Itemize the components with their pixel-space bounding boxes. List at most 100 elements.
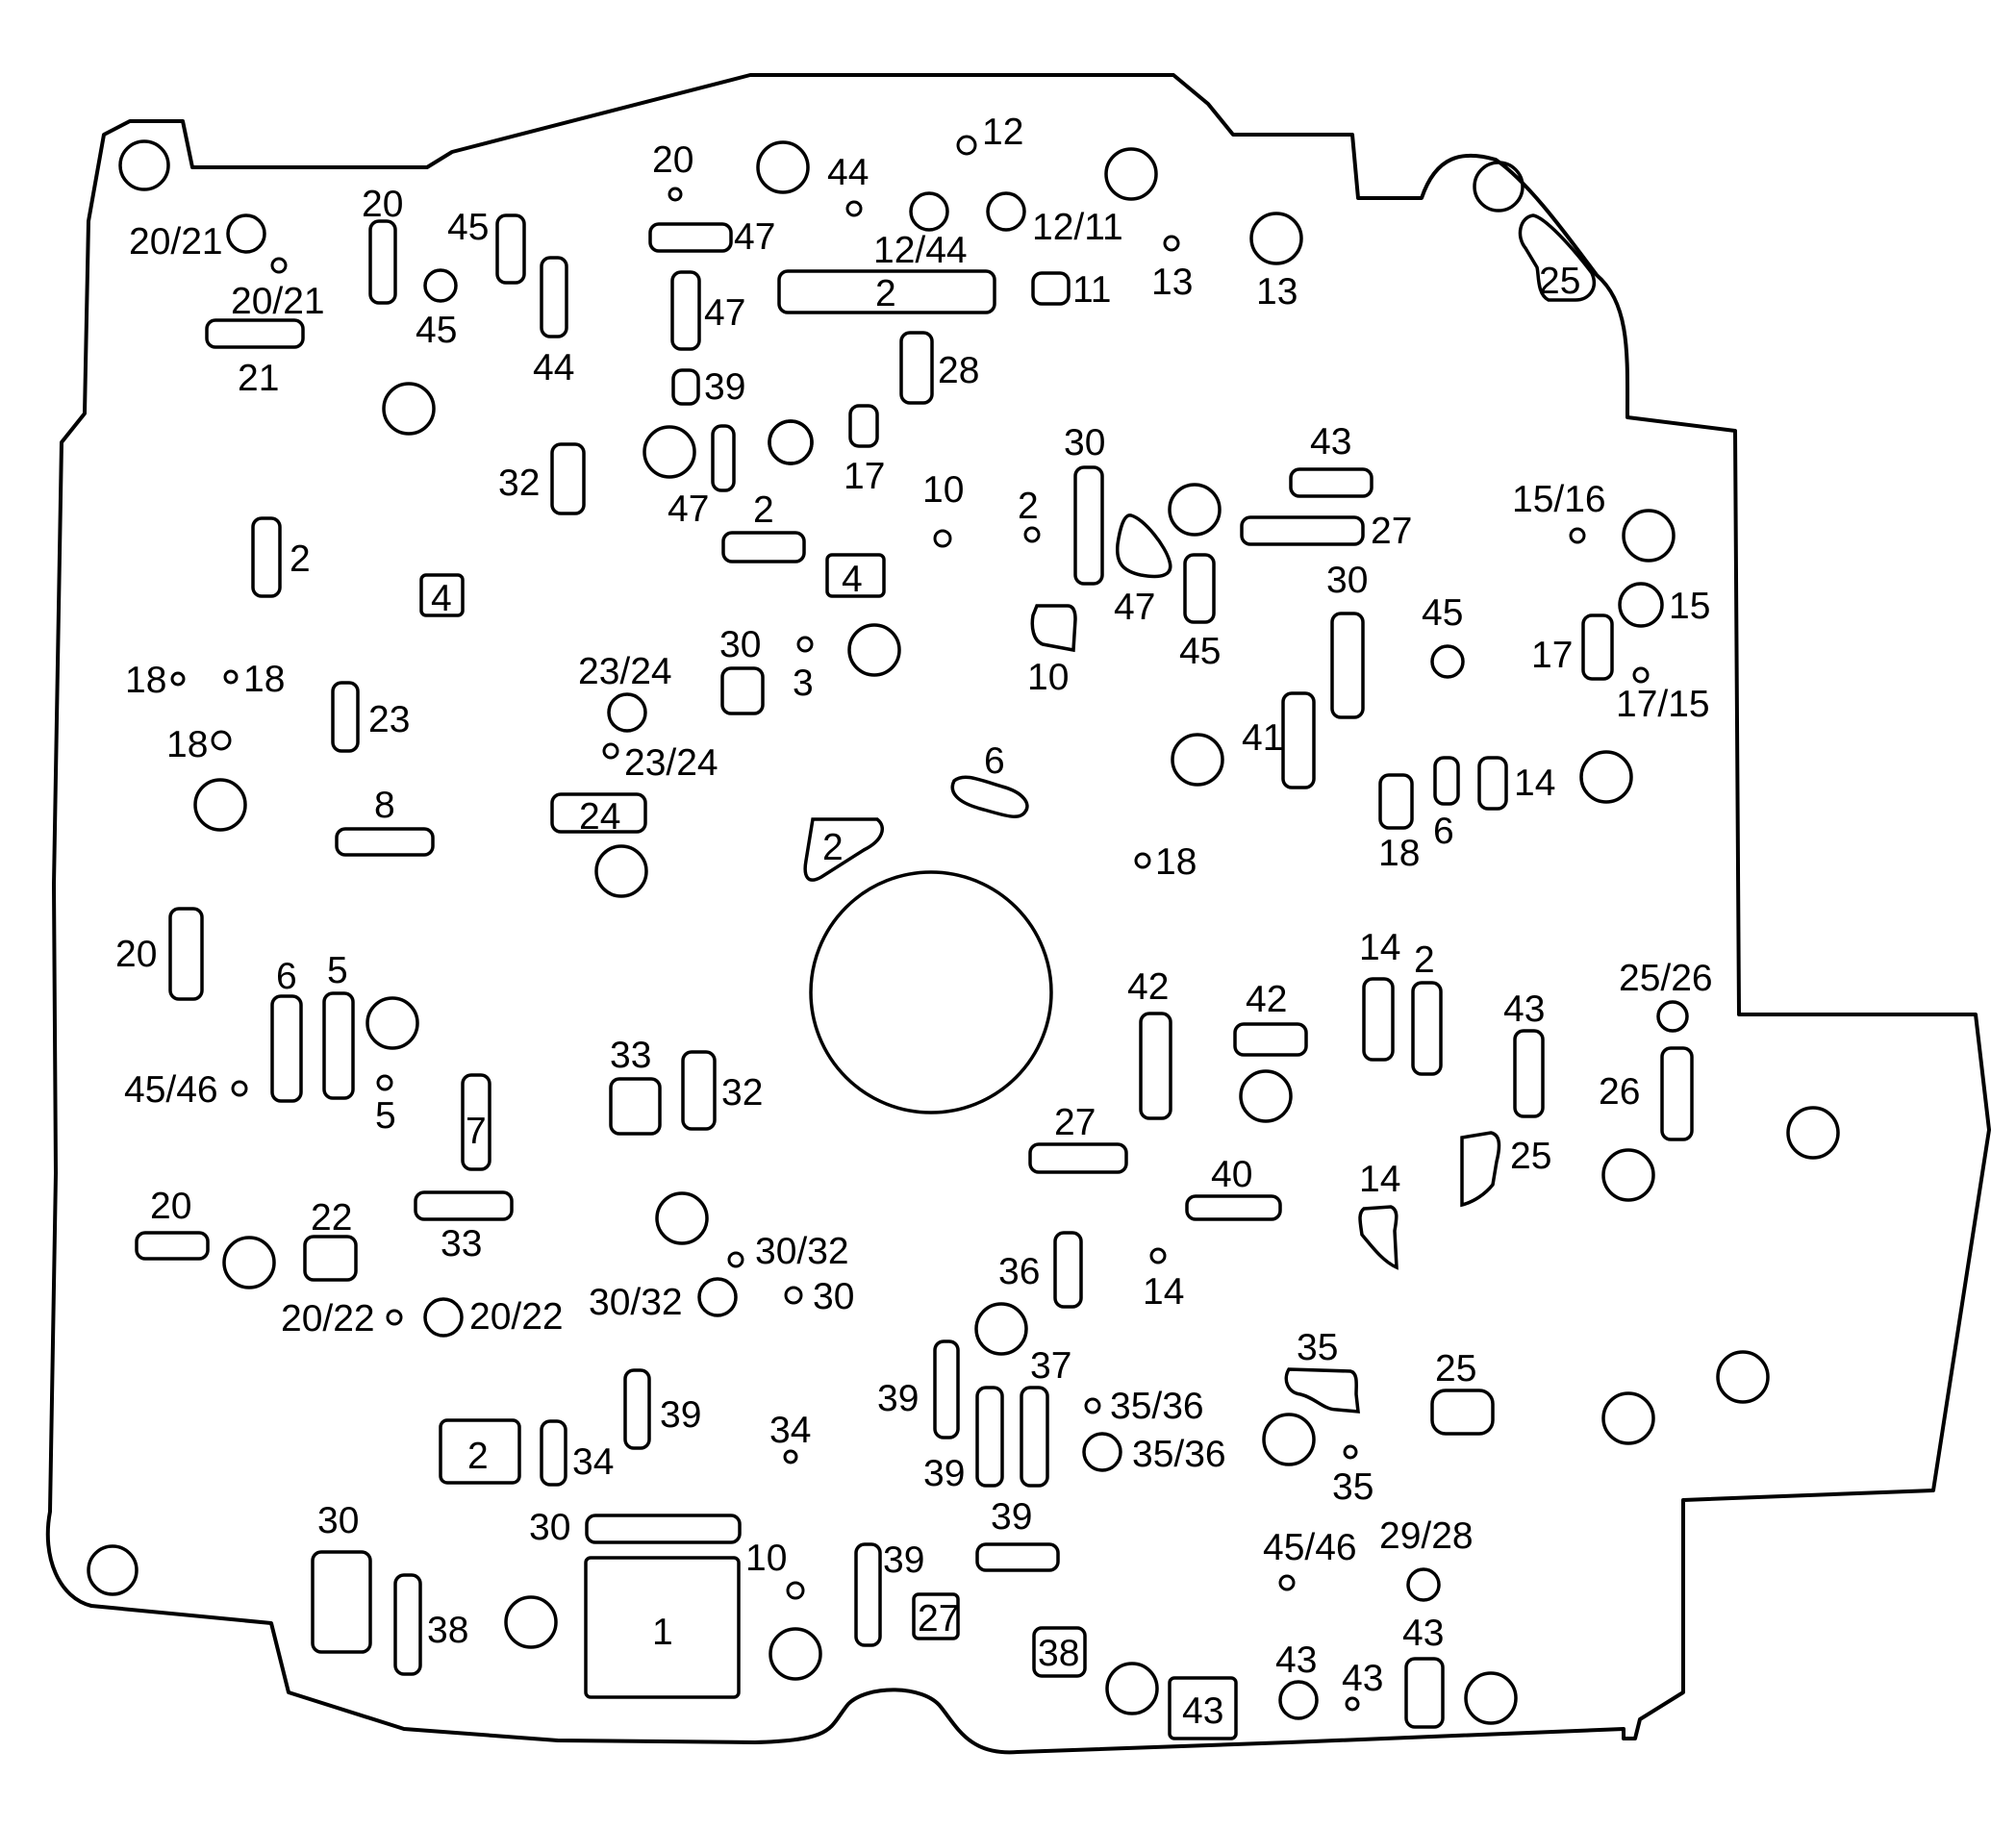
hole (974, 1302, 1028, 1356)
part-label: 11 (1072, 269, 1112, 311)
square-port-43 (1168, 1676, 1238, 1740)
part-label: 30 (813, 1276, 854, 1317)
part-label: 43 (1182, 1690, 1223, 1732)
part-label: 23/24 (624, 742, 718, 784)
part-label: 42 (1246, 979, 1287, 1020)
port (720, 666, 765, 715)
part-label: 2 (467, 1436, 489, 1477)
part-label: 12/11 (1032, 207, 1123, 248)
hole (423, 268, 458, 303)
part-label: 3 (793, 663, 814, 704)
hole (786, 1581, 805, 1600)
part-label: 10 (922, 469, 964, 511)
hole (1104, 147, 1158, 201)
part-label: 29/28 (1379, 1515, 1474, 1557)
port-25-slot (1518, 213, 1597, 302)
part-label: 1 (652, 1612, 673, 1653)
hole (1249, 212, 1303, 265)
part-label: 45 (447, 207, 489, 248)
part-label: 27 (918, 1598, 959, 1639)
part-label: 28 (938, 350, 979, 391)
part-label: 34 (769, 1410, 811, 1451)
port (1430, 1389, 1495, 1436)
hole (1278, 1574, 1296, 1591)
part-label: 35/36 (1132, 1434, 1226, 1475)
part-label: 20 (652, 139, 693, 181)
port (1185, 1194, 1282, 1221)
port (854, 1542, 882, 1647)
hole (423, 1297, 464, 1338)
part-label: 6 (276, 956, 297, 997)
part-label: 40 (1211, 1154, 1252, 1195)
main-bore (809, 870, 1053, 1114)
hole (845, 200, 863, 217)
part-label: 14 (1143, 1271, 1184, 1313)
part-label: 2 (1414, 939, 1435, 981)
port (1020, 1386, 1049, 1488)
hole (170, 671, 186, 687)
part-label: 4 (431, 578, 452, 619)
part-label: 15 (1669, 586, 1710, 627)
part-label: 39 (991, 1496, 1032, 1538)
hole (1716, 1350, 1770, 1404)
hole (231, 1080, 248, 1097)
port (550, 442, 586, 515)
part-label: 25/26 (1619, 958, 1713, 999)
hole (756, 140, 810, 194)
port (670, 270, 701, 351)
port (681, 1050, 717, 1131)
port (899, 331, 934, 405)
hole (956, 135, 977, 156)
part-label: 23 (368, 699, 410, 740)
hole (270, 257, 288, 274)
part-label: 41 (1242, 717, 1283, 759)
port (975, 1386, 1004, 1488)
hole (1786, 1106, 1840, 1160)
part-label: 39 (923, 1453, 965, 1494)
hole (211, 730, 232, 751)
port (331, 681, 360, 753)
hole (1023, 526, 1041, 543)
port (205, 318, 305, 349)
square-port-4 (419, 573, 465, 617)
part-label: 45 (416, 310, 457, 351)
port-35-lobe (1284, 1367, 1360, 1414)
port (975, 1542, 1060, 1572)
hole (87, 1544, 139, 1596)
port-25-wedge (1460, 1131, 1501, 1208)
hole (1345, 1696, 1360, 1712)
hole (382, 382, 436, 436)
part-label: 12/44 (873, 230, 968, 271)
hole (1149, 1247, 1167, 1264)
hole (1278, 1680, 1319, 1720)
port (368, 219, 397, 305)
part-label: 35 (1297, 1327, 1338, 1368)
part-label: 45/46 (1263, 1527, 1357, 1568)
part-label: 2 (753, 489, 774, 531)
part-label: 38 (427, 1610, 468, 1651)
part-label: 45 (1422, 592, 1463, 634)
port (1240, 515, 1365, 546)
part-label: 47 (734, 216, 775, 258)
part-label: 45/46 (124, 1069, 218, 1111)
part-label: 47 (1114, 587, 1155, 628)
part-label: 14 (1359, 1159, 1400, 1200)
port (168, 907, 204, 1001)
hole (504, 1595, 558, 1649)
part-label: 14 (1514, 763, 1555, 804)
part-label: 47 (668, 488, 709, 530)
part-label: 20 (362, 184, 403, 225)
part-label: 25 (1539, 261, 1580, 302)
part-label: 39 (704, 366, 745, 408)
part-label: 20/21 (231, 281, 325, 322)
port (623, 1368, 651, 1450)
part-label: 18 (1155, 841, 1197, 883)
part-label: 13 (1256, 271, 1298, 313)
part-label: 17/15 (1616, 684, 1710, 725)
part-label: 20 (150, 1186, 191, 1227)
hole (602, 742, 619, 760)
hole (784, 1286, 803, 1305)
square-port-4 (825, 553, 886, 598)
part-label: 30 (719, 624, 761, 665)
